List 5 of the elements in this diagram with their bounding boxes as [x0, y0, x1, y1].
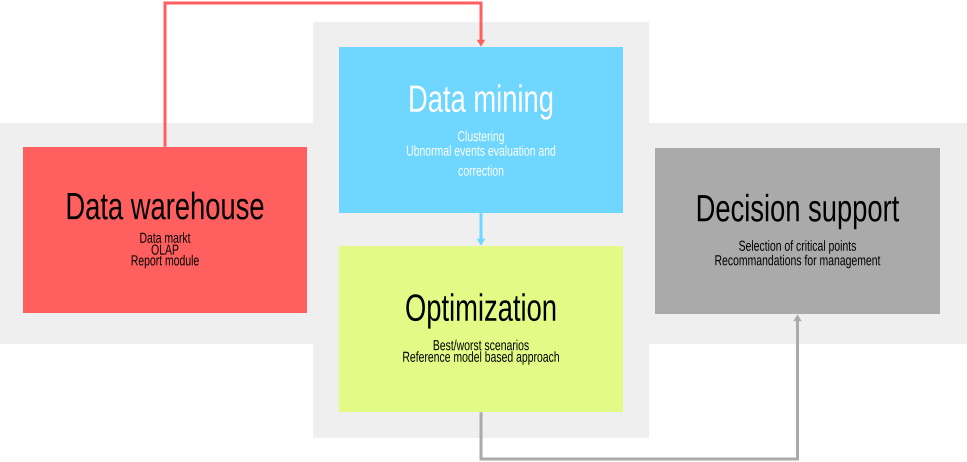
arrow — [164, 2, 486, 147]
process-box: Data mining Clustering Ubnormal events evaluation and correction — [339, 47, 623, 213]
process-box: Data warehouse Data markt OLAP Report module — [23, 147, 307, 313]
process-box: Optimization Best/worst scenarios Reference model based approach — [339, 246, 623, 412]
process-box: Decision support Selection of critical points Recommandations for management — [655, 148, 940, 314]
